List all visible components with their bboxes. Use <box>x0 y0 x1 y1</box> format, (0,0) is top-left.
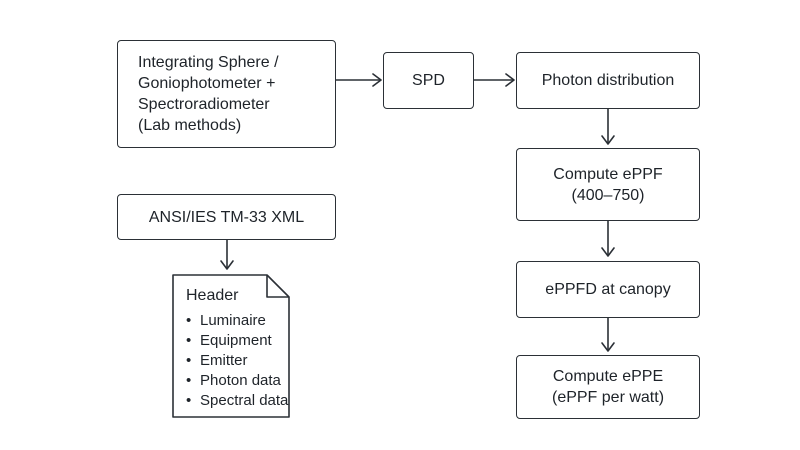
document-title: Header <box>186 287 239 304</box>
lab-methods-line: Goniophotometer + <box>138 75 276 92</box>
compute-eppe-subtitle: (ePPF per watt) <box>551 389 665 406</box>
lab-methods-text: Integrating Sphere / Goniophotometer + S… <box>138 52 279 136</box>
compute-eppe-label: Compute ePPE <box>552 368 664 385</box>
document-list-item: Spectral data <box>186 391 288 411</box>
photon-distribution-label: Photon distribution <box>541 72 675 89</box>
eppfd-canopy-label: ePPFD at canopy <box>545 281 671 298</box>
compute-eppf-label: Compute ePPF <box>553 165 663 183</box>
spd-label: SPD <box>412 72 445 89</box>
eppfd-canopy-box: ePPFD at canopy <box>516 261 700 318</box>
document-list-item: Equipment <box>186 331 288 351</box>
tm33-xml-label: ANSI/IES TM-33 XML <box>148 208 305 226</box>
compute-eppe-box: Compute ePPE (ePPF per watt) <box>516 355 700 419</box>
document-list-item: Luminaire <box>186 311 288 331</box>
spd-box: SPD <box>383 52 474 109</box>
compute-eppf-box: Compute ePPF (400–750) <box>516 148 700 221</box>
document-list: Luminaire Equipment Emitter Photon data … <box>186 311 288 411</box>
photon-distribution-box: Photon distribution <box>516 52 700 109</box>
compute-eppf-range: (400–750) <box>571 186 645 204</box>
lab-methods-box: Integrating Sphere / Goniophotometer + S… <box>117 40 336 148</box>
lab-methods-line: (Lab methods) <box>138 117 242 134</box>
document-list-item: Photon data <box>186 371 288 391</box>
tm33-xml-box: ANSI/IES TM-33 XML <box>117 194 336 240</box>
lab-methods-line: Spectroradiometer <box>138 96 270 113</box>
document-list-item: Emitter <box>186 351 288 371</box>
lab-methods-line: Integrating Sphere / <box>138 54 279 71</box>
document-content: Header Luminaire Equipment Emitter Photo… <box>186 286 288 411</box>
